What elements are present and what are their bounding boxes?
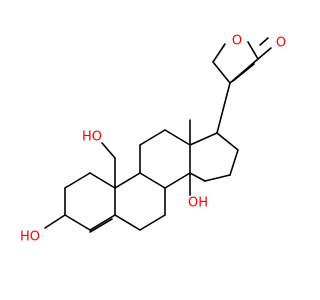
ring-a [64,172,116,233]
hydroxy-3-bond [44,214,66,229]
double-bond [232,63,255,82]
bond [64,172,91,189]
hydroxymethyl-bond [101,142,116,159]
bond [229,149,239,176]
bond [204,174,231,182]
double-bond [89,218,113,233]
double-bond [259,37,269,46]
bond [164,172,191,189]
ring-b [114,172,166,231]
molecule-structure-diagram: O O HO HO OH [20,34,286,245]
bond [257,47,272,60]
bond [139,129,166,146]
bond [64,214,91,231]
ring-d [189,132,239,182]
ring-c [139,129,191,189]
bond [216,82,231,134]
bond [212,61,231,84]
hydroxymethyl-label: HO [82,130,102,145]
bond [139,172,166,189]
bond [189,172,206,182]
bond [216,132,239,151]
bond [247,41,259,60]
bond [139,214,166,231]
bond [114,214,141,231]
hydroxy-3-label: HO [20,230,40,245]
bond [212,43,226,63]
bond [114,172,141,189]
hydroxy-14-label: OH [188,196,208,211]
bond [89,172,116,189]
ring-oxygen-label: O [232,34,242,49]
carbonyl-oxygen-label: O [276,36,286,51]
butenolide-ring [212,37,272,134]
bond [164,129,191,146]
substituents [44,119,191,229]
bond [89,214,116,231]
bond [189,132,218,146]
